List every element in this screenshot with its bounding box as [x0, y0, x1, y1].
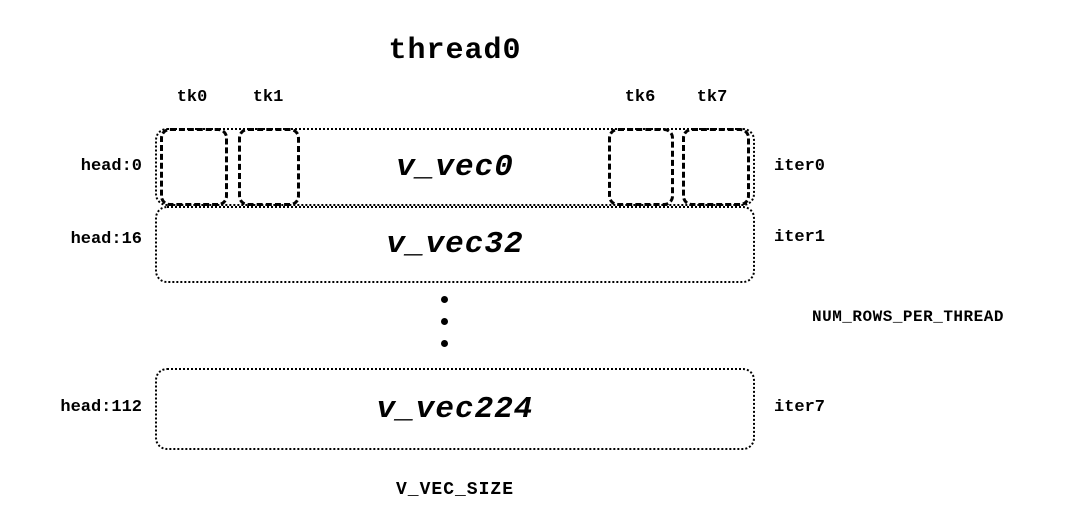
v-vec-size-label: V_VEC_SIZE — [395, 480, 515, 500]
vertical-ellipsis-icon — [441, 296, 448, 347]
diagram-title: thread0 — [388, 34, 522, 68]
vector-row-iter0: v_vec0 — [155, 128, 755, 206]
tk1-cell-box — [238, 128, 300, 206]
ellipsis-dot — [441, 340, 448, 347]
vector-row-iter7: v_vec224 — [155, 368, 755, 450]
vector-row-iter1: v_vec32 — [155, 206, 755, 283]
vector-label-v_vec224: v_vec224 — [376, 391, 534, 427]
head-offset-label-1: head:16 — [70, 230, 142, 249]
tk0-cell-box — [160, 128, 228, 206]
tk0-label: tk0 — [176, 88, 208, 107]
ellipsis-dot — [441, 318, 448, 325]
head-offset-label-0: head:0 — [80, 157, 142, 176]
ellipsis-dot — [441, 296, 448, 303]
iter-label-1: iter1 — [774, 228, 826, 247]
vector-label-v_vec0: v_vec0 — [396, 149, 514, 185]
tk6-cell-box — [608, 128, 674, 206]
tk7-label: tk7 — [696, 88, 728, 107]
tk7-cell-box — [682, 128, 750, 206]
vector-label-v_vec32: v_vec32 — [386, 227, 524, 262]
tk1-label: tk1 — [252, 88, 284, 107]
num-rows-per-thread-label: NUM_ROWS_PER_THREAD — [812, 308, 1004, 326]
iter-label-2: iter7 — [774, 398, 826, 417]
iter-label-0: iter0 — [774, 157, 826, 176]
tk6-label: tk6 — [624, 88, 656, 107]
head-offset-label-2: head:112 — [60, 398, 142, 417]
